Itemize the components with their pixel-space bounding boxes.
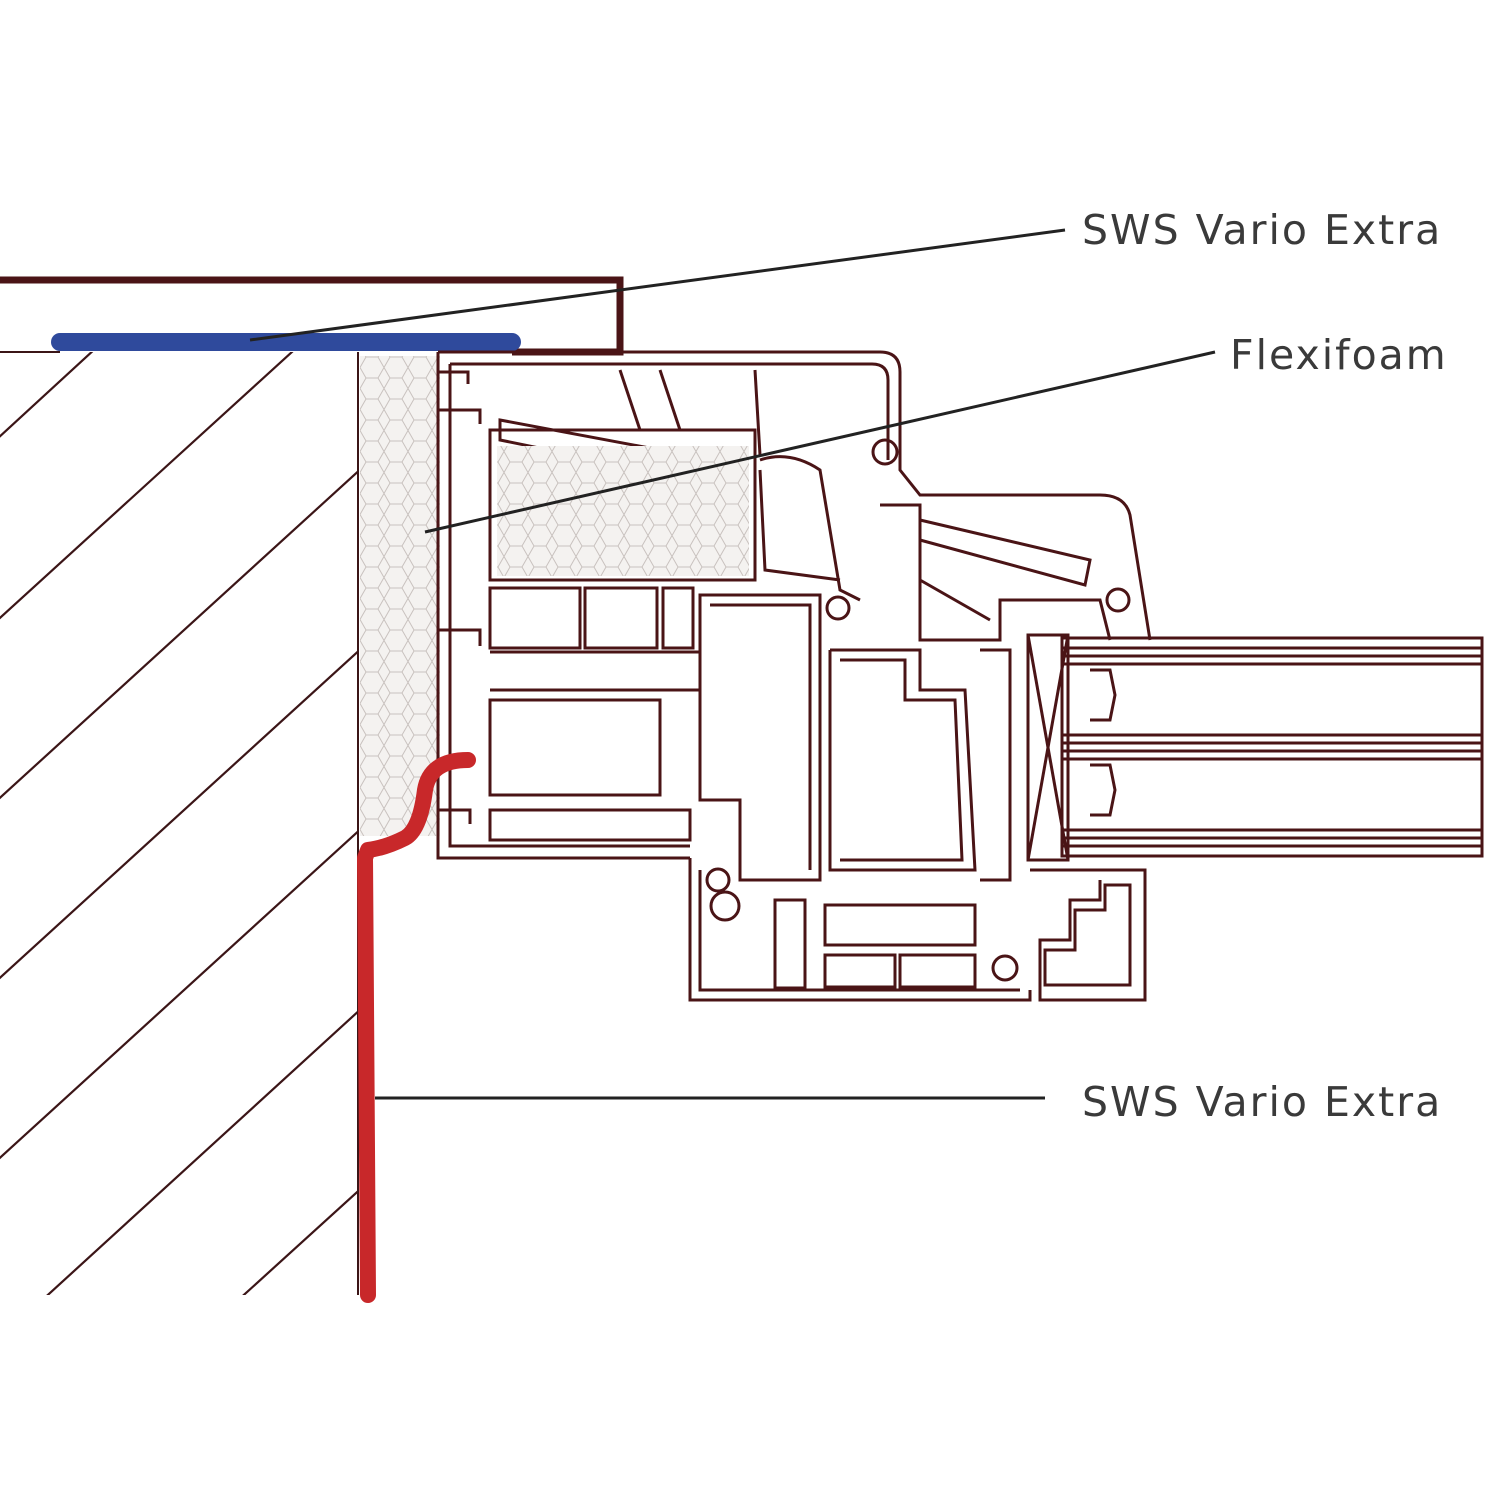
label-sws-vario-extra-bottom: SWS Vario Extra	[1082, 1078, 1443, 1126]
label-flexifoam: Flexifoam	[1230, 331, 1448, 379]
leader-line-top	[249, 228, 1066, 342]
glazing-unit	[1026, 633, 1484, 862]
window-frame-profile	[436, 350, 1152, 1002]
gaskets	[705, 438, 1131, 982]
flexifoam-joint-pattern	[360, 356, 440, 836]
wall-hatching	[0, 352, 358, 1295]
membrane-bottom	[357, 752, 476, 1303]
leader-line-mid	[424, 350, 1216, 534]
label-sws-vario-extra-top: SWS Vario Extra	[1082, 206, 1443, 254]
